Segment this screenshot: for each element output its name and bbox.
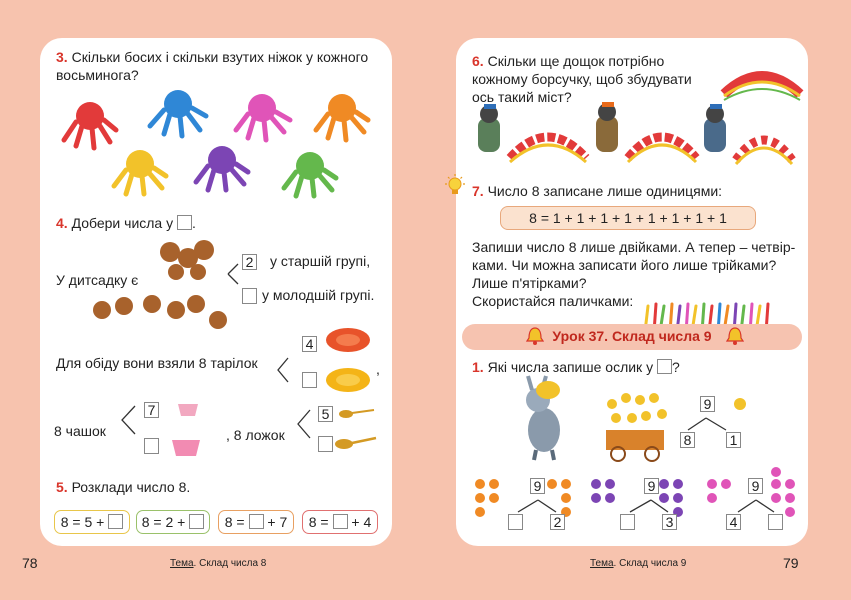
tree-lines [517, 417, 775, 513]
cup-small [178, 404, 198, 416]
answer-box-icon [656, 359, 672, 374]
older-group-box[interactable]: 2 [242, 254, 257, 270]
octopus-purple [193, 146, 251, 193]
lightbulb-icon [445, 174, 465, 194]
task3-line2: восьминога? [56, 67, 139, 83]
equation-3-box[interactable] [248, 514, 264, 529]
spoons-top-box[interactable]: 5 [318, 406, 333, 422]
spoon-big [335, 436, 377, 449]
right-page-number: 79 [783, 555, 799, 571]
cup-big [172, 440, 200, 456]
tree-main-total[interactable]: 9 [700, 396, 715, 412]
tree1-right[interactable]: 2 [550, 514, 565, 530]
task4-heading: 4. Добери числа у . [56, 215, 196, 231]
bears-younger-group [93, 295, 227, 329]
task1-heading: 1. Які числа запише ослик у ? [472, 359, 680, 375]
donkey-illustration [526, 375, 560, 461]
plates-text: Для обіду вони взяли 8 тарілок [56, 355, 258, 371]
tree2-right[interactable]: 3 [662, 514, 677, 530]
tree-main-left[interactable]: 8 [680, 432, 695, 448]
task7-line2: ками. Чи можна записати його лише трійка… [472, 257, 777, 273]
tree1-total[interactable]: 9 [530, 478, 545, 494]
equation-2-box[interactable] [189, 514, 205, 529]
octopus-red [61, 102, 119, 151]
tree2-total[interactable]: 9 [644, 478, 659, 494]
lesson-title: Урок 37. Склад числа 9 [552, 328, 712, 344]
right-page: 6. Скільки ще дощок потрібно кожному бор… [456, 38, 808, 546]
equation-4-box[interactable] [332, 514, 348, 529]
left-topic: Тема. Склад числа 8 [170, 558, 267, 569]
spoons-bottom-box[interactable] [318, 436, 333, 452]
task6-line1: 6. Скільки ще дощок потрібно [472, 53, 665, 69]
equation-pill-3: 8 = + 7 [218, 510, 294, 534]
badger-2 [596, 102, 618, 152]
badger-1 [478, 104, 500, 152]
bears-older-group [160, 240, 214, 280]
bags-and-cart [606, 393, 746, 462]
bag-group-purple [591, 479, 683, 517]
bridge-3 [732, 135, 796, 165]
octopus-pink [233, 94, 293, 143]
kindergarten-label: У дитсадку є [56, 272, 139, 288]
bag-group-orange [475, 479, 571, 517]
right-topic: Тема. Склад числа 9 [590, 558, 687, 569]
tree3-total[interactable]: 9 [748, 478, 763, 494]
spoons-label-comma: , 8 ложок [226, 427, 285, 443]
equation-ones: 8 = 1 + 1 + 1 + 1 + 1 + 1 + 1 + 1 [500, 206, 756, 230]
tree2-left[interactable] [620, 514, 635, 530]
octopus-blue [147, 90, 209, 139]
younger-group-box[interactable] [242, 288, 257, 304]
tree3-right[interactable] [768, 514, 783, 530]
task7-line3: Лише п'ятірками? [472, 275, 587, 291]
task7-line1: Запиши число 8 лише двійками. А тепер – … [472, 239, 796, 255]
task7-heading: 7. Число 8 записане лише одиницями: [472, 183, 723, 199]
bridge-2 [624, 132, 700, 164]
task7-line4: Скористайся паличками: [472, 293, 634, 309]
bell-icon [526, 327, 544, 345]
bridge-1 [506, 132, 590, 164]
tree3-left[interactable]: 4 [726, 514, 741, 530]
bell-icon [726, 327, 744, 345]
task6-line3: ось такий міст? [472, 89, 572, 105]
left-page-number: 78 [22, 555, 38, 571]
spoon-small [339, 409, 375, 418]
plates-top-box[interactable]: 4 [302, 336, 317, 352]
equation-pill-2: 8 = 2 + [136, 510, 210, 534]
cups-label: 8 чашок [54, 423, 106, 439]
older-group-label: у старшій групі, [270, 253, 371, 269]
equation-pill-4: 8 = + 4 [302, 510, 378, 534]
left-page: 3. Скільки босих і скільки взутих ніжок … [40, 38, 392, 546]
answer-box-icon [177, 215, 192, 230]
equation-1-box[interactable] [108, 514, 124, 529]
task5-heading: 5. Розклади число 8. [56, 479, 191, 495]
task3-line1: 3. Скільки босих і скільки взутих ніжок … [56, 49, 369, 65]
cups-top-box[interactable]: 7 [144, 402, 159, 418]
lesson-banner: Урок 37. Склад числа 9 [462, 324, 802, 350]
bag-group-pink [707, 467, 795, 517]
octopus-yellow [111, 150, 169, 197]
left-page-illustrations [61, 90, 377, 456]
tree-main-right[interactable]: 1 [726, 432, 741, 448]
younger-group-label: у молодшій групі. [262, 287, 375, 303]
tree1-left[interactable] [508, 514, 523, 530]
equation-pill-1: 8 = 5 + [54, 510, 130, 534]
badger-3 [704, 104, 726, 152]
comma: , [376, 361, 380, 377]
bridge-example [720, 71, 804, 101]
arrows-left [121, 263, 311, 439]
cups-bottom-box[interactable] [144, 438, 159, 454]
octopus-green [281, 152, 339, 199]
plates-bottom-box[interactable] [302, 372, 317, 388]
task6-line2: кожному борсучку, щоб збудувати [472, 71, 692, 87]
octopus-orange [313, 94, 371, 143]
